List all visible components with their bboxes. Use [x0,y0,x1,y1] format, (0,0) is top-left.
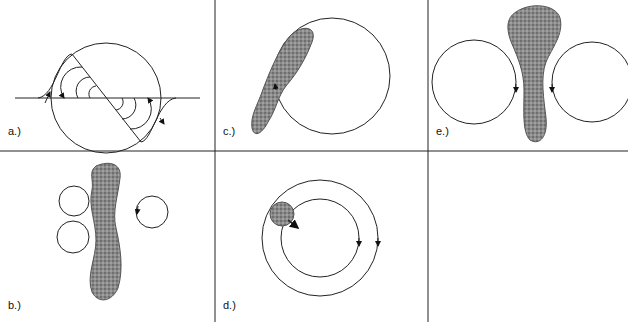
panel-label: c.) [223,126,235,137]
panel-label: d.) [223,300,236,311]
panel-label: e.) [436,126,449,137]
panel-label: b.) [8,300,21,311]
panel-label: a.) [8,126,21,137]
